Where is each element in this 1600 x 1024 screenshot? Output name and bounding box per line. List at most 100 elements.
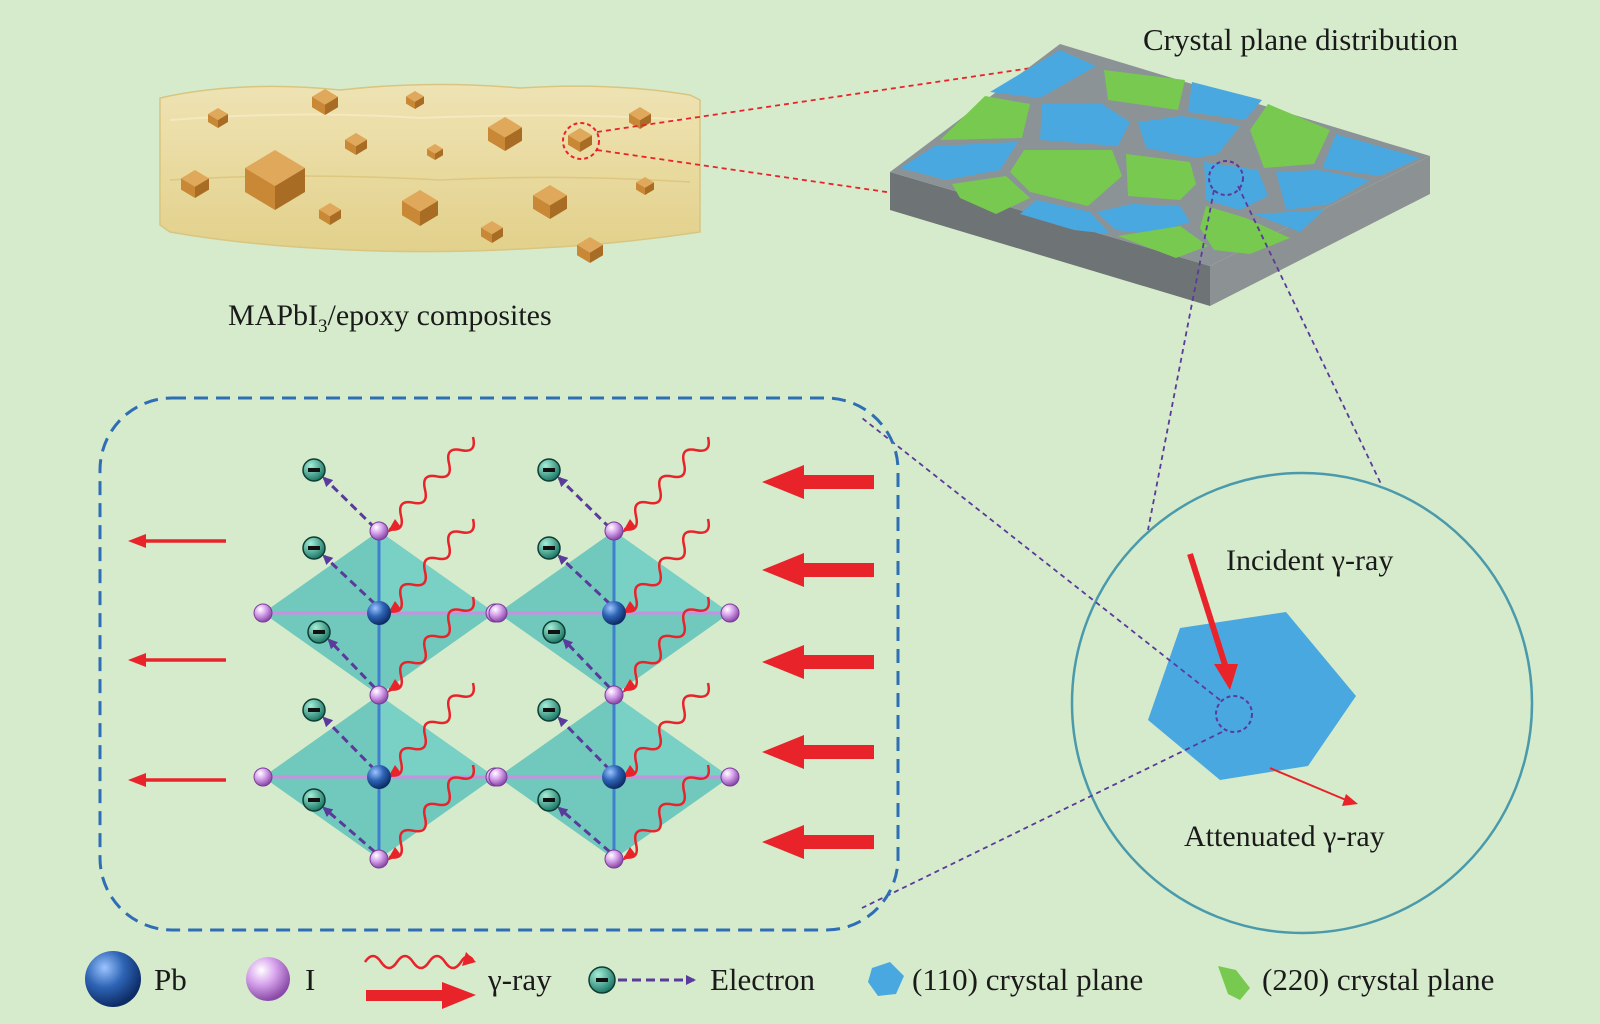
electron-path [322, 476, 377, 530]
composite-caption: MAPbI3/epoxy composites [228, 299, 552, 337]
crystal-cube-left [488, 127, 505, 151]
i-atom-icon [246, 957, 290, 1001]
crystal-plate [890, 44, 1430, 306]
electron-icon-minus [543, 708, 555, 712]
crystal-cube-top [636, 177, 654, 188]
grain-110 [1020, 200, 1110, 234]
incident-ray-arrow [1187, 553, 1229, 669]
grain-220 [1250, 104, 1330, 168]
attenuated-ray-arrowhead [1342, 794, 1358, 806]
crystal-cube-left [319, 209, 330, 225]
zoom-circle-grain [1215, 695, 1253, 733]
crystal-cube-right [505, 127, 522, 151]
incoming-gamma-arrowhead [762, 465, 804, 499]
zoom-line-circle-right [1237, 185, 1383, 487]
pb-atom [602, 765, 626, 789]
incoming-gamma-arrowhead [762, 553, 804, 587]
legend-gamma-label: γ-ray [487, 962, 552, 997]
gamma-ray-wave-arrowhead [387, 847, 401, 861]
crystal-cube [402, 190, 438, 226]
pb-atom-icon [85, 951, 141, 1007]
crystal-cube [181, 170, 209, 198]
crystal-cube-top [345, 133, 367, 147]
hexagon-blue-icon [868, 962, 904, 996]
i-atom [369, 521, 389, 541]
crystal-cube-top [406, 91, 424, 102]
electron-path [557, 806, 611, 854]
octahedron-face [614, 531, 730, 613]
legend-electron: Electron [588, 962, 816, 997]
incoming-gamma-arrowhead [762, 825, 804, 859]
grain-110 [1188, 82, 1262, 120]
crystal-cube-top [319, 203, 341, 217]
electron-path [557, 476, 612, 530]
attenuated-ray-label: Attenuated γ-ray [1184, 820, 1385, 853]
crystal-cube-left [402, 200, 420, 226]
lattice-inset-frame [98, 396, 900, 932]
electron-icon-minus [308, 546, 320, 550]
i-atom [720, 603, 740, 623]
i-atom [488, 767, 508, 787]
incoming-gamma-arrow-shaft [800, 835, 874, 849]
electron-icon-minus [313, 630, 325, 634]
magnified-grain-circle: Incident γ-ray Attenuated γ-ray [1070, 471, 1534, 935]
crystal-cube-left [636, 182, 645, 195]
crystal-cube-right [356, 139, 367, 155]
gamma-ray-wave-icon [363, 954, 474, 970]
crystal-cube-left [533, 195, 550, 219]
crystal-cube-top [577, 237, 603, 253]
crystal-cube-left [427, 148, 435, 160]
electron-icon-minus [308, 468, 320, 472]
octahedron-face [379, 531, 495, 613]
i-atom [369, 685, 389, 705]
grain-110-magnified [1148, 612, 1356, 780]
plate-front-face [890, 172, 1210, 306]
crystal-cube-left [245, 168, 275, 210]
crystal-cube-top [488, 117, 522, 138]
perovskite-crystal-cubes [181, 89, 654, 263]
zoom-line-bottom [596, 149, 929, 199]
crystal-cube [245, 150, 305, 210]
crystal-cube-left [577, 244, 590, 263]
crystal-cube-top [481, 221, 503, 235]
crystal-cube-top [181, 170, 209, 187]
zoom-line-inset-bottom [861, 731, 1223, 909]
legend-electron-label: Electron [710, 962, 816, 997]
gamma-ray-wave-arrowhead [387, 519, 401, 533]
incoming-gamma-arrow-shaft [800, 655, 874, 669]
zoom-line-circle-left [1147, 189, 1215, 531]
outgoing-gamma-arrows [128, 534, 226, 787]
attenuated-ray-arrow [1269, 767, 1347, 801]
gamma-ray-wave [623, 682, 710, 777]
gamma-ray-wave-arrowhead [387, 679, 401, 693]
incoming-gamma-arrows [762, 465, 874, 859]
grain-110 [1204, 162, 1268, 210]
zoom-line-top [596, 66, 1039, 133]
gamma-ray-wave [623, 596, 710, 691]
outgoing-gamma-arrowhead [128, 773, 146, 787]
crystal-cube-top [629, 107, 651, 121]
legend-plane-110: (110) crystal plane [868, 962, 1143, 997]
crystal-cube-right [580, 135, 592, 152]
incoming-gamma-arrow-shaft [800, 563, 874, 577]
legend-plane-220-label: (220) crystal plane [1262, 962, 1494, 997]
crystal-plane-title: Crystal plane distribution [1143, 22, 1459, 57]
zoom-circle-composite [562, 122, 600, 160]
gamma-ray-wave [388, 518, 475, 613]
gamma-ray-bar-icon [366, 990, 444, 1001]
electron-icon-minus [543, 468, 555, 472]
legend-plane-110-label: (110) crystal plane [912, 962, 1143, 997]
legend-pb-label: Pb [154, 962, 187, 997]
legend: Pb I γ-ray Electron (110) crystal plane … [85, 951, 1494, 1009]
pb-atom [367, 601, 391, 625]
gamma-ray-wave [623, 436, 710, 531]
crystal-cube [533, 185, 567, 219]
crystal-cube [345, 133, 367, 155]
crystal-cube-right [195, 178, 209, 198]
pb-atom [367, 765, 391, 789]
crystal-cube-top [568, 128, 592, 143]
plate-right-face [1210, 156, 1430, 306]
crystal-cube-right [325, 96, 338, 115]
crystal-cube [577, 237, 603, 263]
